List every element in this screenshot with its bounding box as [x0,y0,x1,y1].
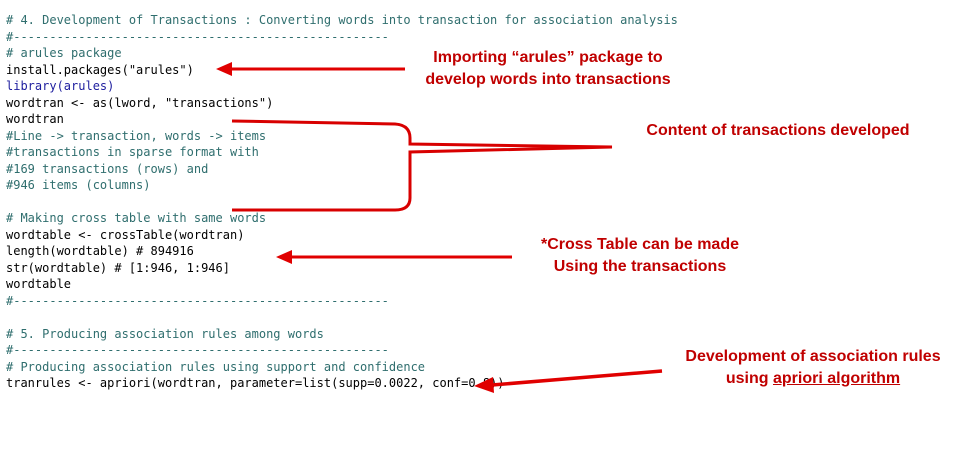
code-line: # Producing association rules using supp… [6,359,426,374]
code-line: #---------------------------------------… [6,343,389,357]
code-line: #946 items (columns) [6,178,151,192]
annotation-rules-line1: Development of association rules [685,348,941,365]
code-line: wordtran [6,112,64,126]
code-line: # Making cross table with same words [6,211,267,225]
annotation-content: Content of transactions developed [646,122,910,139]
annotation-crosstable: *Cross Table can be made Using the trans… [520,234,760,278]
code-line: # 5. Producing association rules among w… [6,326,324,341]
code-editor: # 4. Development of Transactions : Conve… [6,12,678,392]
code-line: #169 transactions (rows) and [6,161,209,176]
code-line: #---------------------------------------… [6,29,389,44]
annotation-rules-line2: using apriori algorithm [668,368,958,390]
annotation-rules-prefix: using [725,370,773,387]
code-line: wordtable <- crossTable(wordtran) [6,227,245,242]
code-line: library(arules) [6,79,115,93]
arrowhead-arules [216,62,232,76]
code-line: #transactions in sparse format with [6,145,259,159]
arrowhead-crosstable [276,250,292,264]
arrowhead-apriori [474,377,494,393]
annotation-crosstable-line1: *Cross Table can be made [541,236,739,253]
code-line: tranrules <- apriori(wordtran, parameter… [6,376,505,390]
annotation-arules: Importing “arules” package to develop wo… [408,47,688,91]
code-line: # arules package [6,46,122,60]
annotation-crosstable-line2: Using the transactions [553,258,727,275]
annotation-arules-line2: develop words into transactions [425,71,671,88]
code-line: length(wordtable) # 894916 [6,244,194,258]
code-line: install.packages("arules") [6,62,194,77]
code-line: #---------------------------------------… [6,293,389,308]
code-line: wordtran <- as(lword, "transactions") [6,95,274,110]
annotation-rules: Development of association rules using a… [668,346,958,390]
arrow-apriori [491,369,663,387]
apriori-algorithm-link: apriori algorithm [772,370,901,387]
code-line: #Line -> transaction, words -> items [6,128,267,143]
code-line: wordtable [6,277,72,291]
brace-content [231,119,613,212]
annotation-arules-line1: Importing “arules” package to [433,49,663,66]
code-line: str(wordtable) # [1:946, 1:946] [6,260,230,275]
